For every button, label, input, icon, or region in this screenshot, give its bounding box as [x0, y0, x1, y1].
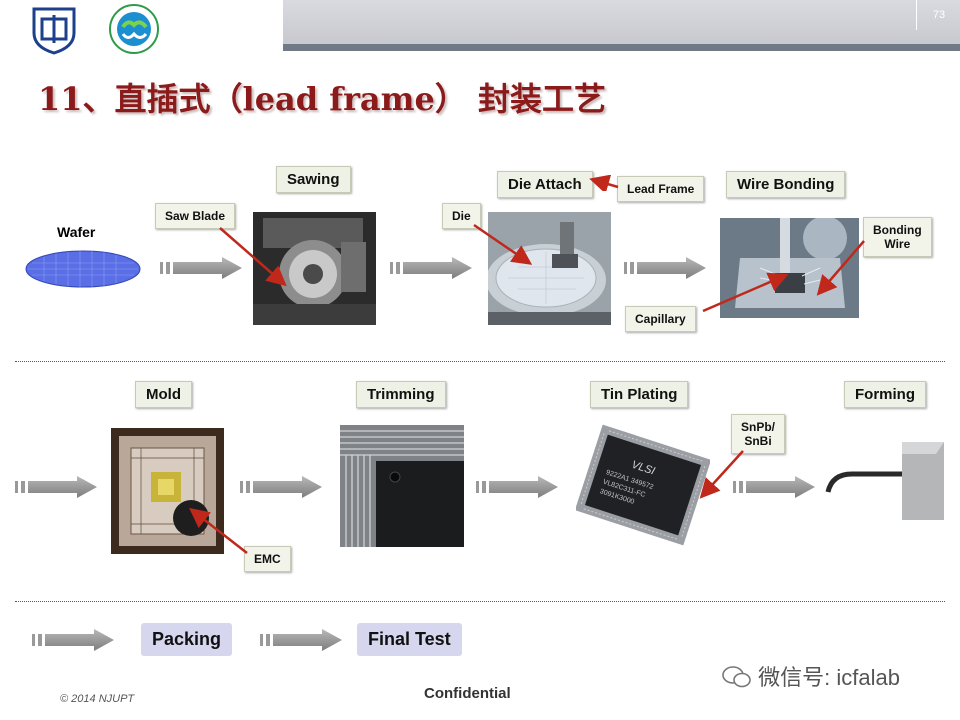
flow-arrow: [32, 629, 114, 651]
flow-arrow: [15, 476, 97, 498]
stage-wire-bonding: Wire Bonding: [726, 171, 846, 198]
callout-lead-frame: Lead Frame: [617, 176, 705, 202]
header-bar: [283, 0, 960, 44]
flow-arrow: [733, 476, 815, 498]
trimming-photo: [340, 425, 464, 547]
stage-final-test: Final Test: [357, 623, 462, 656]
saw-blade-pointer: [219, 227, 287, 287]
section-divider: [15, 361, 945, 362]
wafer-image: [25, 250, 141, 288]
sawing-photo: [253, 212, 376, 325]
stage-forming: Forming: [844, 381, 926, 408]
capillary-pointer: [702, 272, 789, 313]
stage-packing: Packing: [141, 623, 233, 656]
flow-arrow: [260, 629, 342, 651]
flow-arrow: [240, 476, 322, 498]
flow-arrow: [476, 476, 558, 498]
stage-trimming: Trimming: [356, 381, 446, 408]
page-title: 11、直插式（lead frame） 封装工艺: [38, 80, 607, 118]
header-underline: [283, 44, 960, 51]
footer-confidential: Confidential: [424, 685, 511, 702]
flow-arrow: [390, 257, 472, 279]
emc-pointer: [189, 507, 248, 554]
stage-mold: Mold: [135, 381, 192, 408]
stage-tin-plating: Tin Plating: [590, 381, 689, 408]
section-divider: [15, 601, 945, 602]
flow-arrow: [624, 257, 706, 279]
lead-frame-pointer: [589, 175, 619, 191]
wafer-label: Wafer: [57, 224, 96, 240]
die-pointer: [473, 223, 533, 265]
tin-plating-chip-photo: VLSI 9222A1 349572 VL82C311-FC 3091K3000: [576, 424, 710, 546]
callout-snpb: SnPb/ SnBi: [731, 414, 786, 454]
callout-capillary: Capillary: [625, 306, 696, 332]
callout-emc: EMC: [244, 546, 291, 572]
forming-photo: [825, 442, 944, 520]
lab-logo-icon: [109, 4, 159, 54]
flow-arrow: [160, 257, 242, 279]
callout-bonding-wire: Bonding Wire: [863, 217, 932, 257]
snpb-pointer: [699, 450, 744, 499]
university-logo-icon: [32, 7, 76, 55]
wechat-watermark: 微信号: icfalab: [722, 660, 900, 692]
wechat-icon: [722, 666, 751, 688]
footer-copyright: © 2014 NJUPT: [60, 693, 135, 705]
slide-number: 73: [916, 0, 960, 30]
stage-die-attach: Die Attach: [497, 171, 593, 198]
bonding-wire-pointer: [816, 240, 865, 296]
stage-sawing: Sawing: [276, 166, 351, 193]
callout-saw-blade: Saw Blade: [155, 203, 236, 229]
